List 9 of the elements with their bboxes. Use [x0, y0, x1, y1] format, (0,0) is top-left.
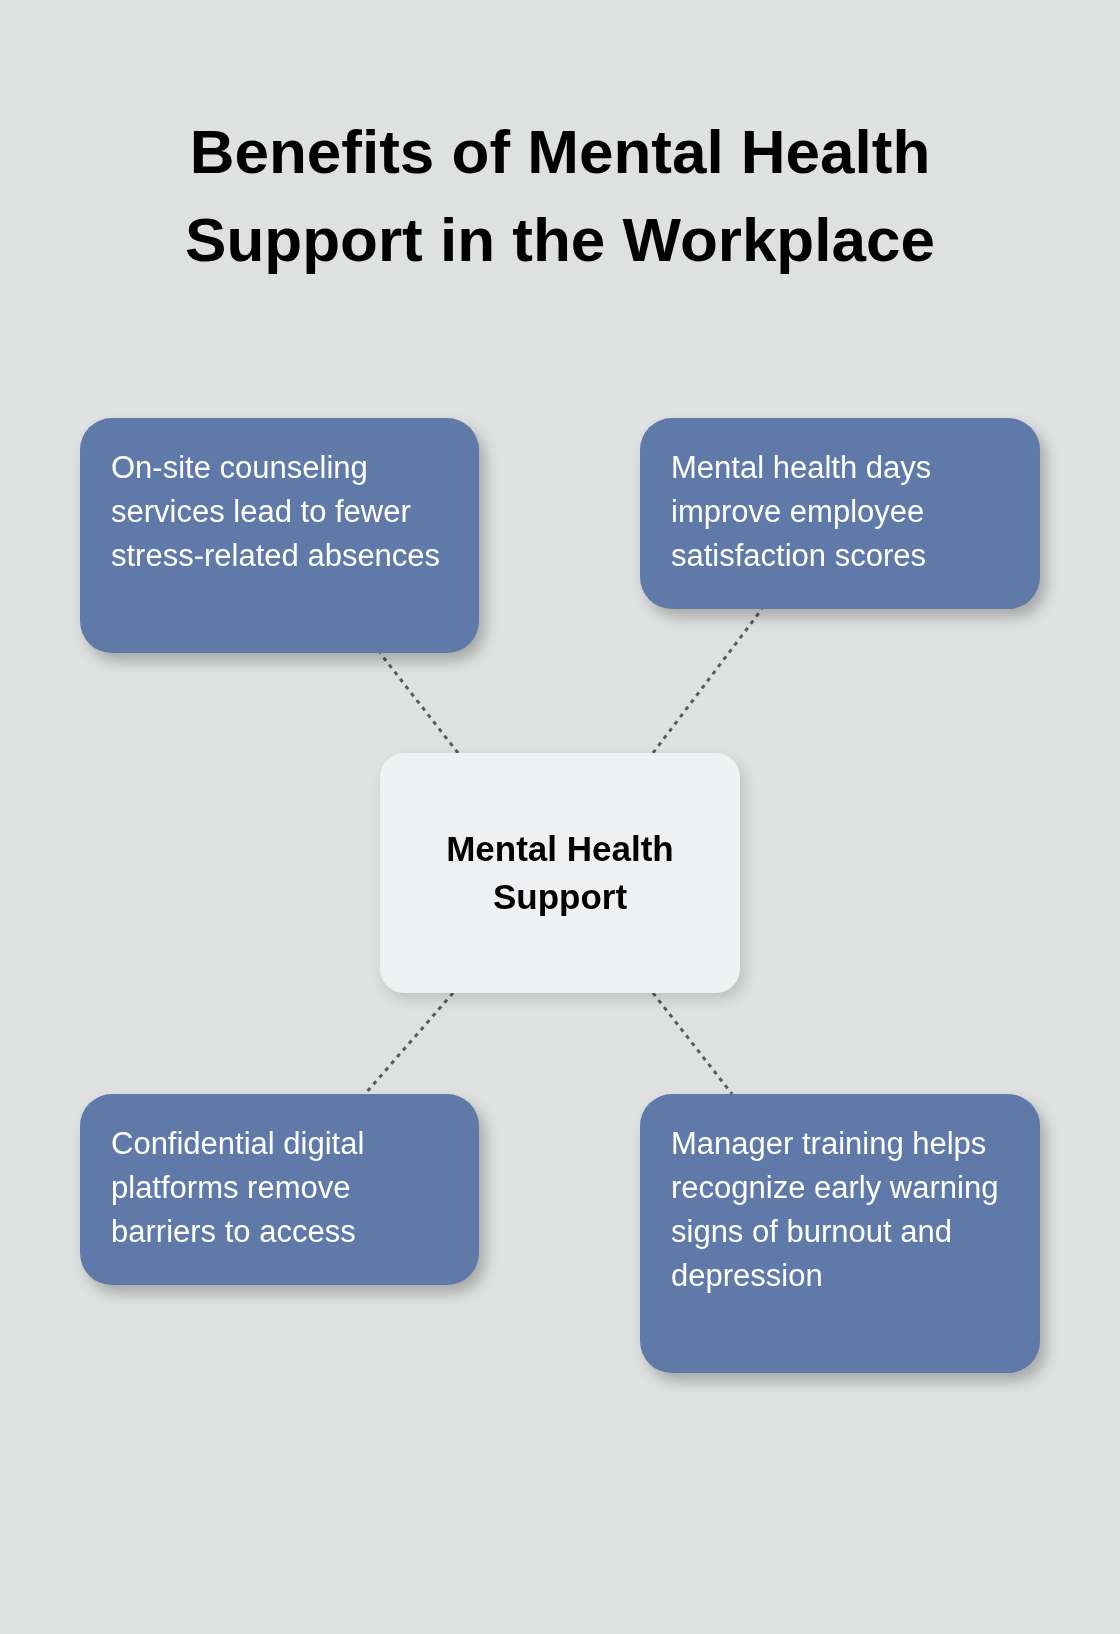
dotted-connector	[378, 652, 460, 754]
dotted-connector	[651, 992, 734, 1095]
central-box: Mental Health Support	[380, 753, 740, 993]
benefit-box: Mental health days improve employee satisfaction scores	[640, 418, 1040, 609]
benefit-box: Confidential digital platforms remove barriers to access	[80, 1094, 479, 1285]
title: Benefits of Mental Health Support in the Workplace	[184, 116, 936, 276]
dotted-connector	[651, 608, 764, 754]
benefit-box: On-site counseling services lead to fewer stress-related absences	[80, 418, 479, 653]
benefit-box: Manager training helps recognize early warning signs of burnout and depression	[640, 1094, 1040, 1373]
